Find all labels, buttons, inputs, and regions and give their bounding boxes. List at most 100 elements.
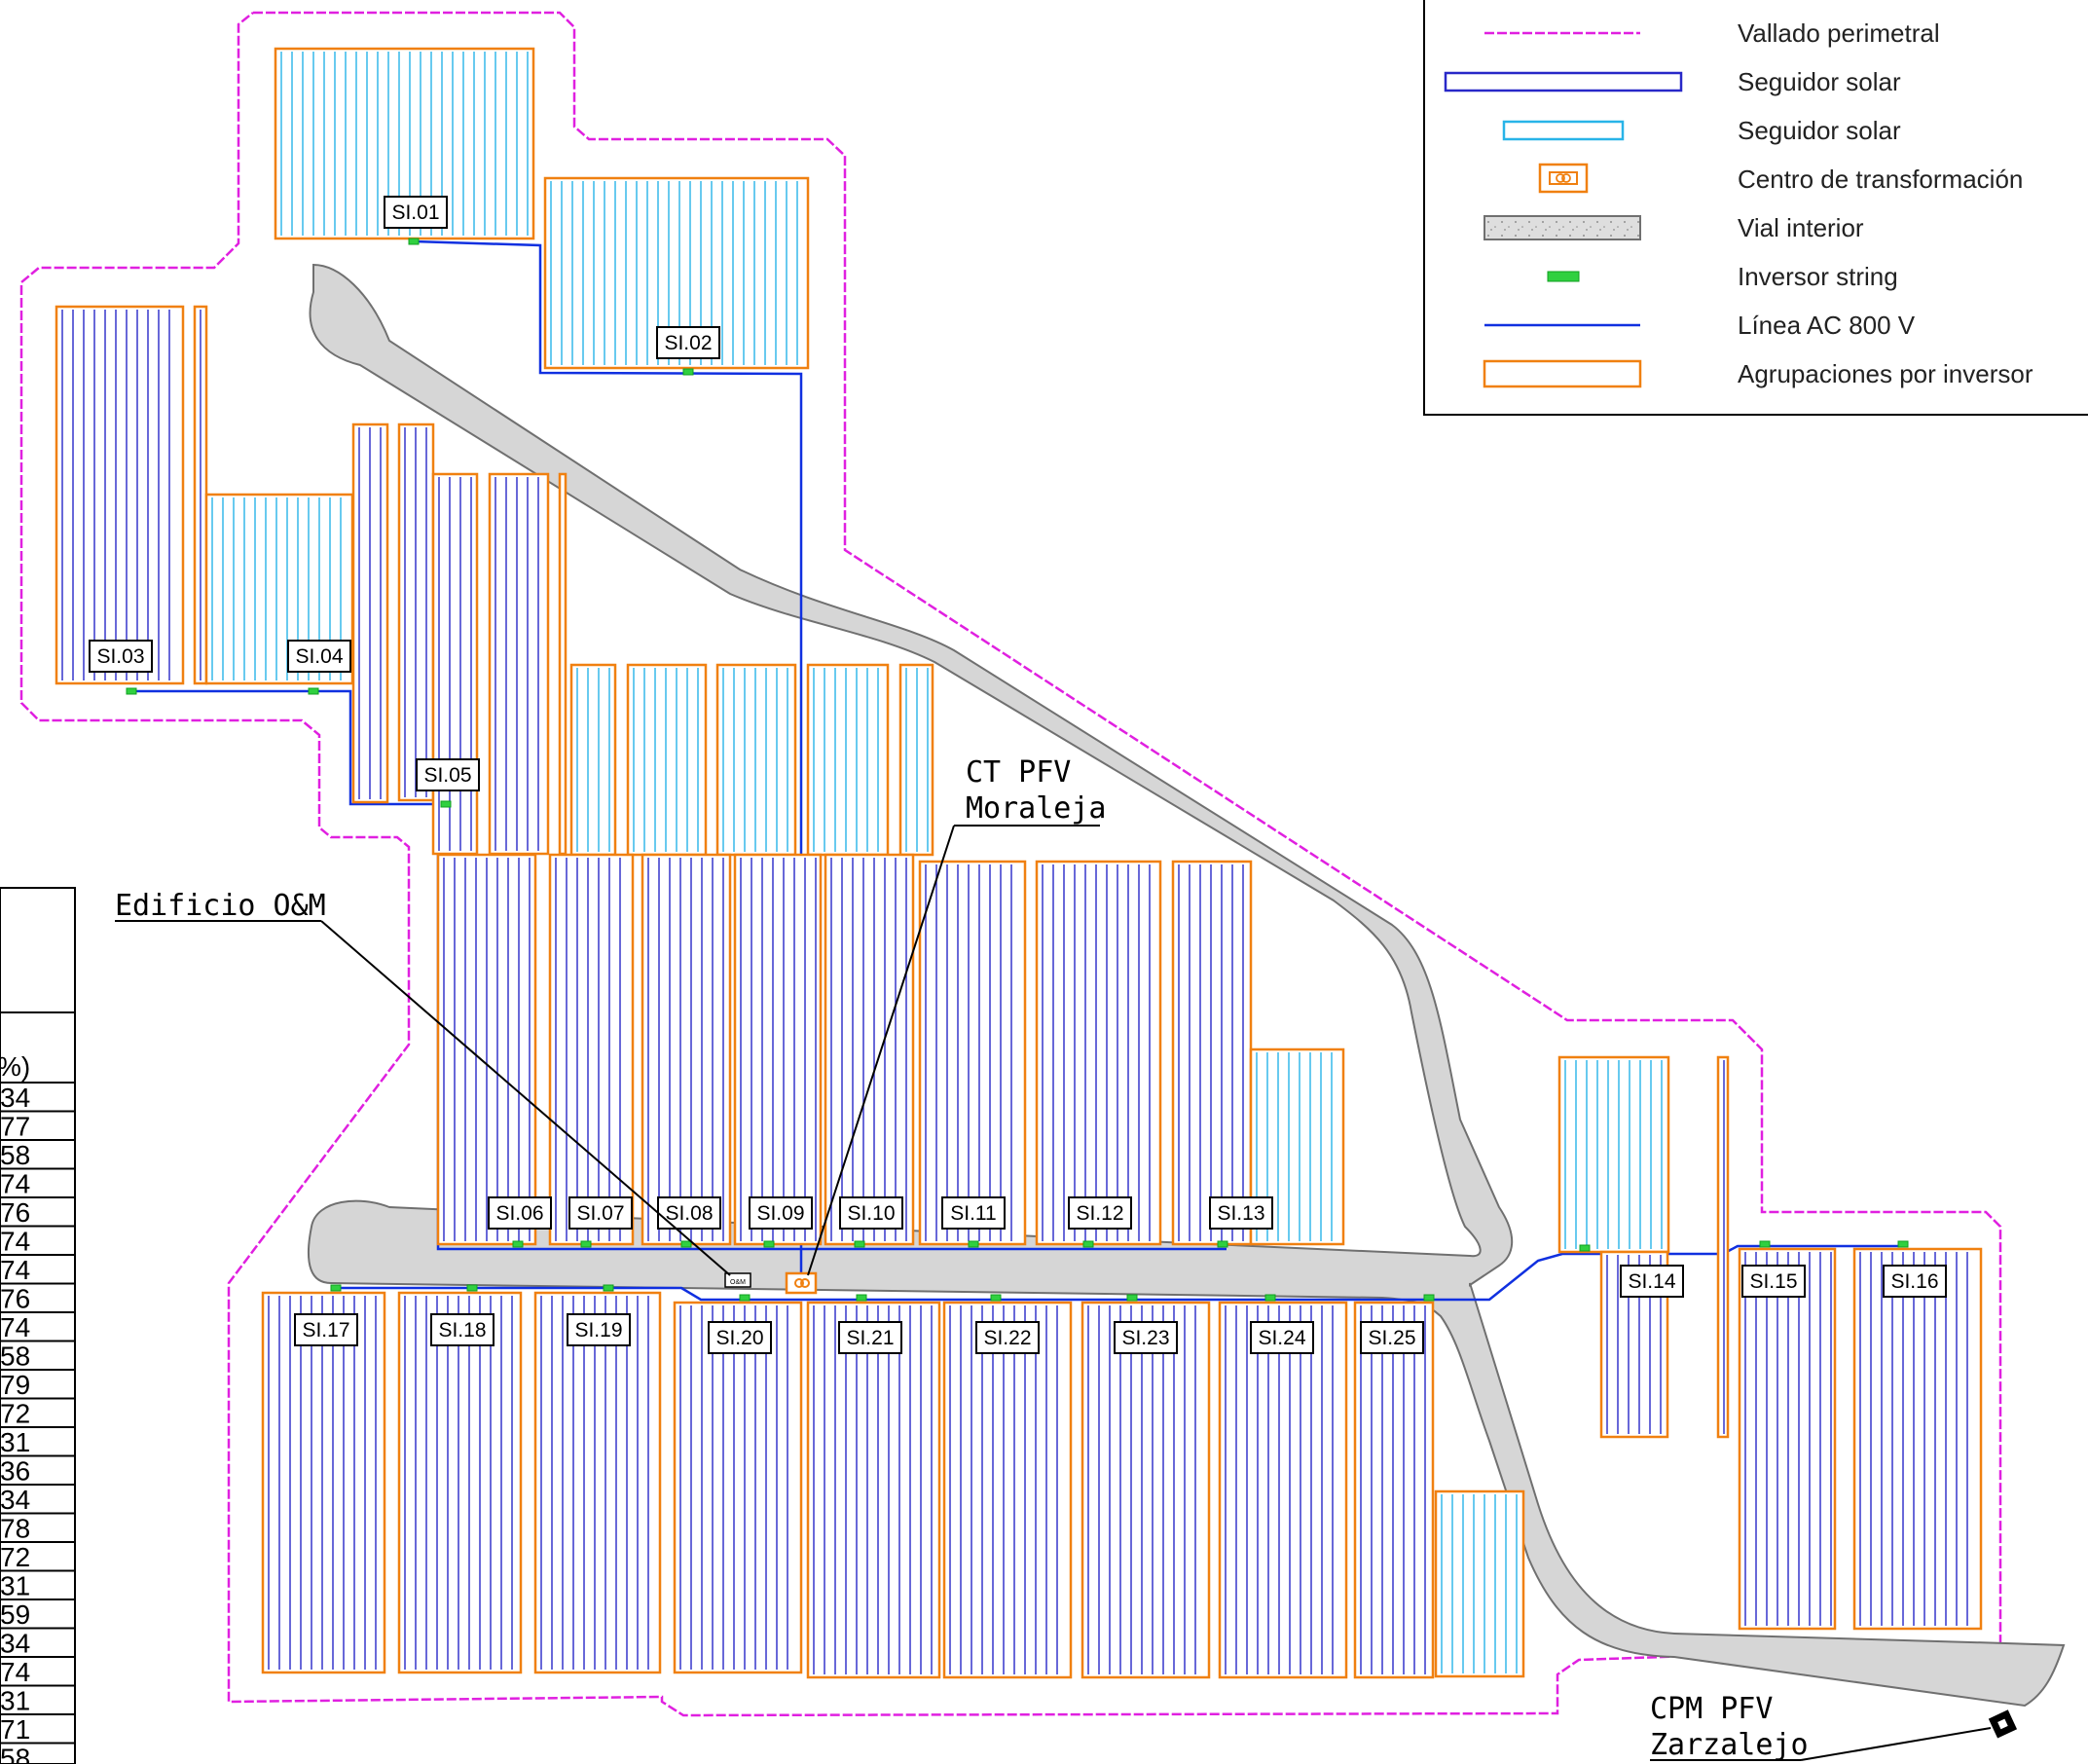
table-value: 31 [0,1427,30,1457]
array-block [569,663,617,857]
table-value: 74 [0,1227,30,1257]
array-block [1249,1047,1345,1246]
array-block [1434,1489,1525,1678]
array-block [1557,1055,1670,1254]
inverter-marker-icon [680,1240,692,1248]
solar-array-blocks [55,47,1983,1679]
inverter-label: SI.14 [1628,1270,1675,1293]
inverter-marker-icon [308,687,319,695]
array-block [1716,1055,1730,1439]
inverter-label: SI.15 [1749,1270,1797,1293]
inverter-23: SI.23 [1114,1294,1178,1354]
inverter-marker-icon [763,1240,775,1248]
table-value: 72 [0,1542,30,1572]
table-value: 31 [0,1571,30,1601]
ct-symbol [785,1271,818,1295]
table-value: 71 [0,1714,30,1745]
inverter-label: SI.06 [495,1202,543,1225]
table-value: 34 [0,1083,30,1113]
array-block [641,853,732,1246]
inverter-marker-icon [990,1294,1002,1302]
inverter-label: SI.24 [1258,1327,1305,1349]
legend-label: Inversor string [1738,262,1898,291]
inverter-marker-icon [1423,1294,1435,1302]
array-block [626,663,708,857]
cpm-annotation-line1: CPM PFV [1650,1692,1773,1726]
cpm-annotation-line2: Zarzalejo [1650,1728,1809,1762]
inverter-marker-icon [408,238,420,245]
table-value: 36 [0,1456,30,1487]
array-block [806,1301,941,1679]
inverter-marker-icon [580,1240,592,1248]
array-block [397,1291,523,1674]
array-block [548,853,635,1246]
inverter-label: SI.03 [96,645,144,668]
array-block [533,1291,662,1674]
inverter-label: SI.25 [1368,1327,1415,1349]
array-block [1218,1301,1348,1679]
table-value: 72 [0,1399,30,1429]
table-value: 58 [0,1744,30,1764]
inverter-18: SI.18 [430,1284,495,1346]
inverter-marker-icon [1126,1294,1138,1302]
legend-item-ac-line: Línea AC 800 V [1484,311,1916,340]
array-block [1353,1301,1435,1679]
table-value: 31 [0,1686,30,1716]
legend-item-group: Agrupaciones por inversor [1483,359,2033,388]
legend-item-inverter: Inversor string [1547,262,1898,291]
table-value: 76 [0,1197,30,1228]
inverter-marker-icon [512,1240,524,1248]
inverter-22: SI.22 [975,1294,1040,1354]
inverter-label: SI.13 [1217,1202,1264,1225]
inverter-25: SI.25 [1360,1294,1435,1354]
inverter-11: SI.11 [941,1196,1006,1248]
array-block [806,663,890,857]
array-block [1171,860,1253,1246]
inverter-4: SI.04 [287,640,351,695]
array-block [733,853,823,1246]
inverter-label: SI.07 [576,1202,624,1225]
inverter-20: SI.20 [708,1294,772,1354]
inverter-13: SI.13 [1209,1196,1273,1248]
inverter-marker-icon [739,1294,751,1302]
array-block [193,305,208,685]
inverter-1: SI.01 [384,196,448,245]
inverter-10: SI.10 [839,1196,903,1248]
inverter-19: SI.19 [567,1284,631,1346]
legend-label: Seguidor solar [1738,116,1901,145]
cpm-symbol [1988,1709,2018,1739]
inverter-label: SI.20 [715,1327,763,1349]
inverter-label: SI.10 [847,1202,895,1225]
inverter-marker-icon [1579,1244,1591,1252]
perimeter-fence [19,11,2002,1717]
om-annotation: Edificio O&M [115,889,326,923]
inverter-label: SI.23 [1121,1327,1169,1349]
legend-item-road: Vial interior [1484,213,1864,242]
annotations: Edificio O&M CT PFV Moraleja CPM PFV Zar… [115,755,1992,1762]
table-value: 79 [0,1370,30,1400]
inverter-21: SI.21 [838,1294,902,1354]
inverter-marker-icon [1217,1240,1228,1248]
inverter-label: SI.02 [664,332,712,354]
inverter-label: SI.18 [438,1319,486,1341]
legend-item-fence: Vallado perimetral [1484,18,1940,48]
array-block [397,423,435,802]
inverter-marker-icon [1897,1240,1909,1248]
inverter-marker-icon [466,1284,478,1292]
array-block [918,860,1027,1246]
array-block [942,1301,1073,1679]
array-block [1852,1247,1983,1631]
inverter-label: SI.16 [1890,1270,1938,1293]
inverter-label: SI.22 [983,1327,1031,1349]
inverter-5: SI.05 [416,758,480,808]
legend-item-ct: Centro de transformación [1538,163,2023,194]
inverter-3: SI.03 [89,640,153,695]
inverter-14: SI.14 [1579,1244,1684,1298]
table-value: 78 [0,1514,30,1544]
partial-table: %) 3477587476747476745879723136347872315… [0,887,76,1764]
ct-annotation-line2: Moraleja [966,791,1107,826]
inverter-marker-icon [126,687,137,695]
inverter-marker-icon [330,1284,342,1292]
inverter-marker-icon [1759,1240,1771,1248]
